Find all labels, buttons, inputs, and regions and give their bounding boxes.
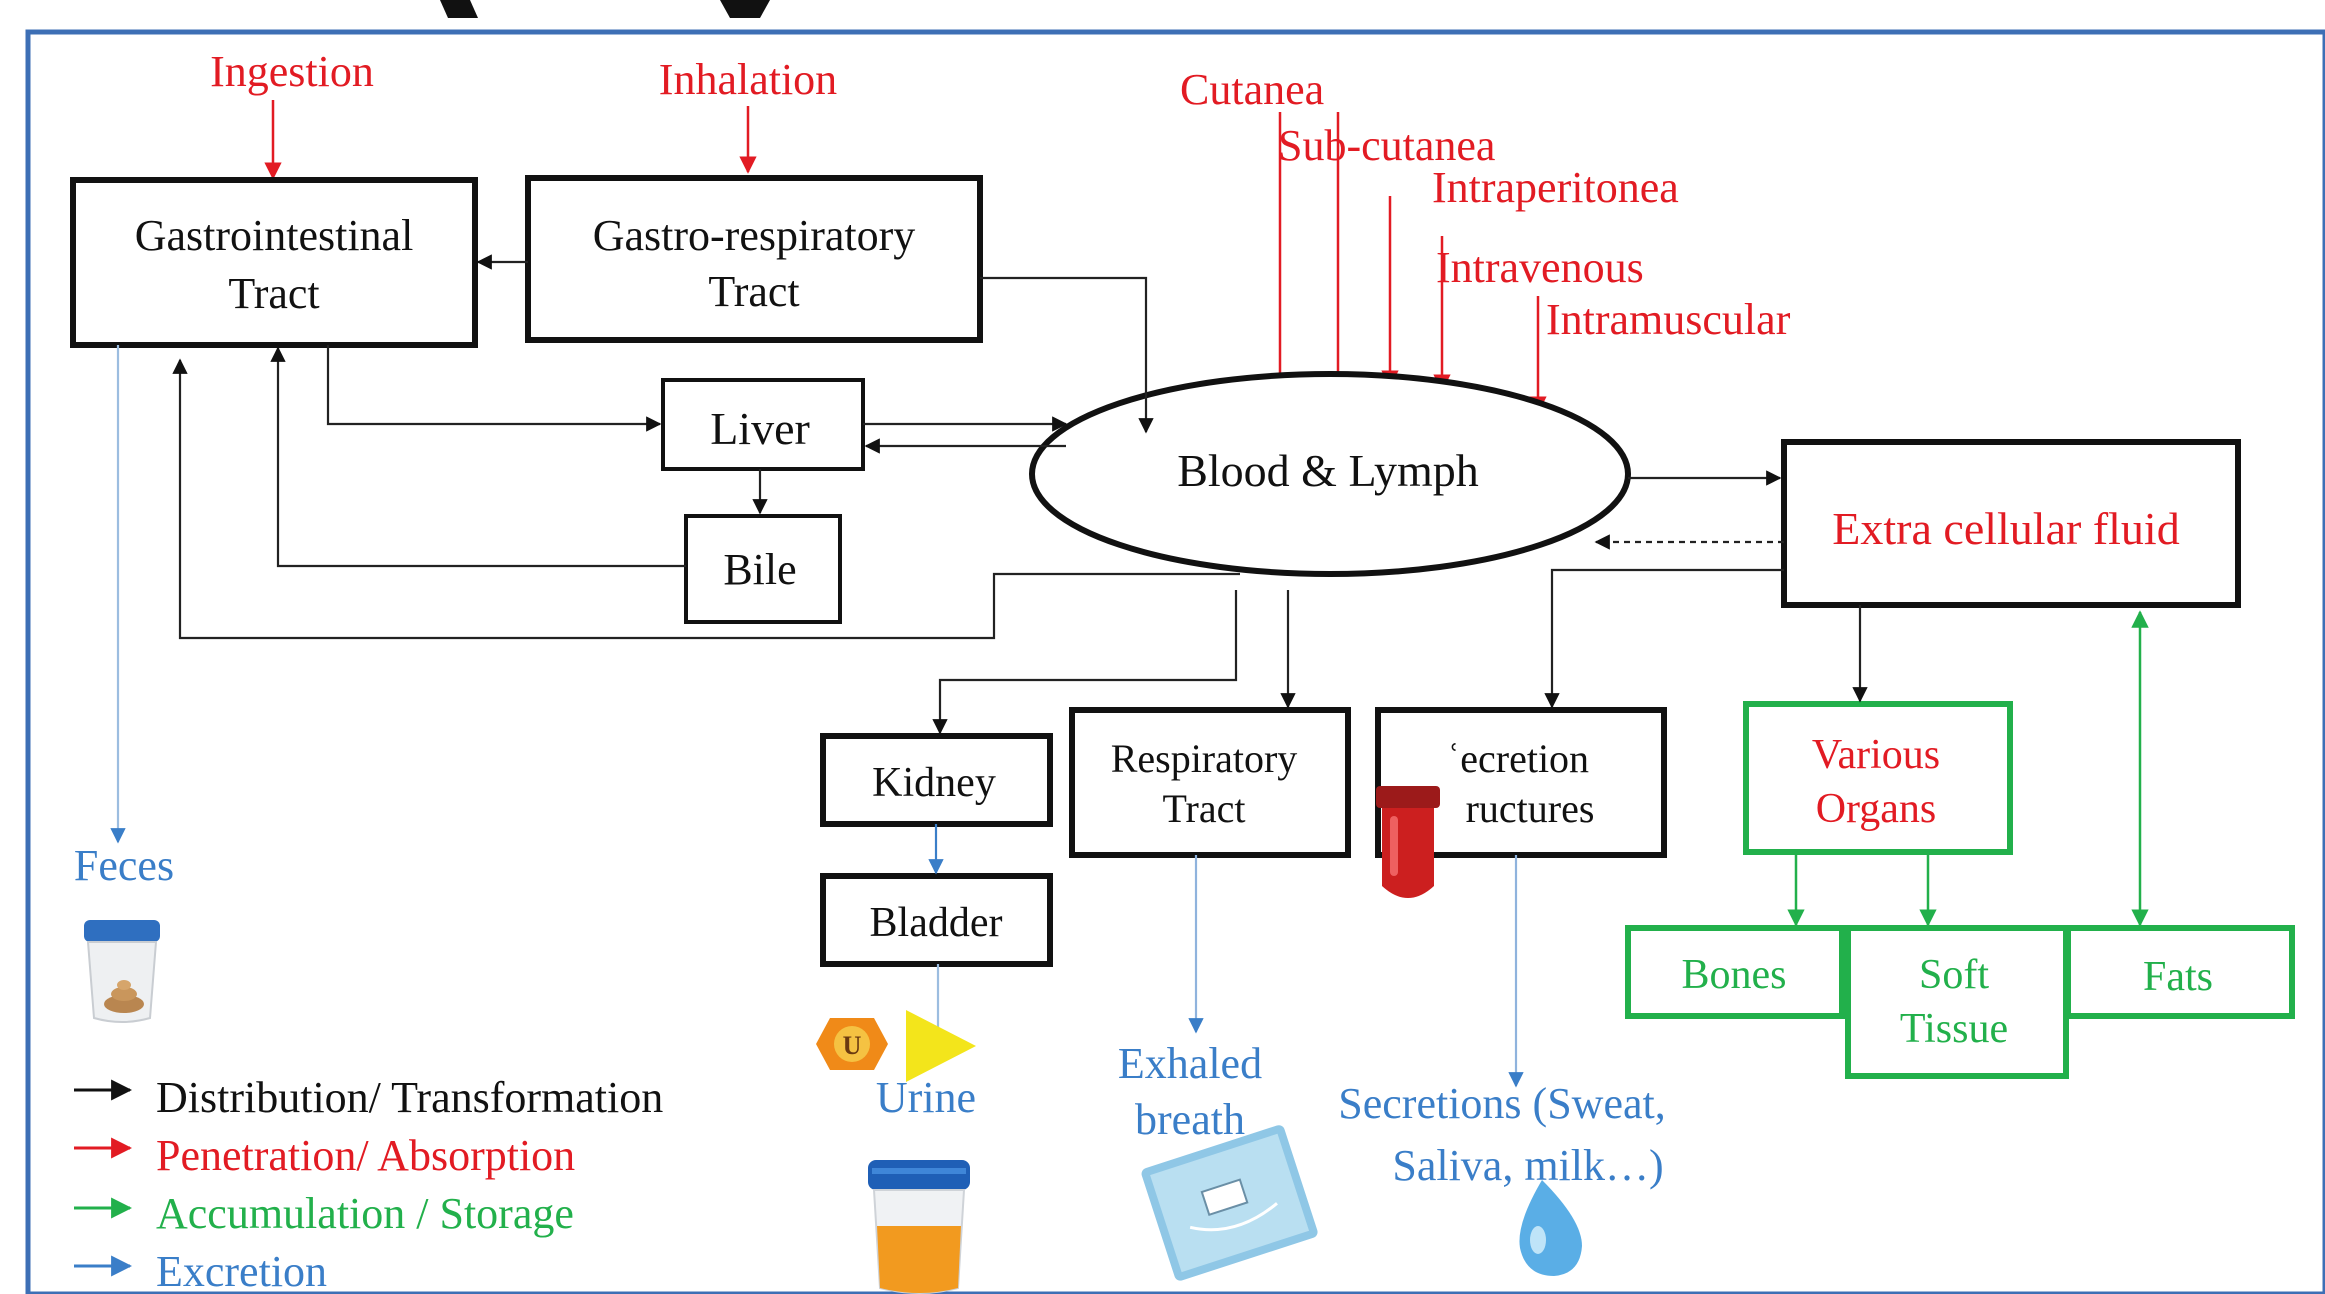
node-label: ʿecretion xyxy=(1447,736,1589,781)
output-feces: Feces xyxy=(74,841,174,890)
stool-sample-cup-icon xyxy=(84,920,160,1023)
node-extra-cellular-fluid: Extra cellular fluid xyxy=(1781,439,2241,608)
node-blood-lymph: Blood & Lymph xyxy=(1029,371,1631,577)
node-label: Tract xyxy=(708,267,799,316)
output-secretions-line1: Secretions (Sweat, xyxy=(1338,1079,1665,1128)
node-label: Tract xyxy=(1163,786,1246,831)
route-intramuscular: Intramuscular xyxy=(1529,295,1791,414)
storage-connectors xyxy=(1787,610,2149,927)
blood-test-tube-icon xyxy=(1376,786,1440,898)
node-bile: Bile xyxy=(684,514,842,624)
node-label: Organs xyxy=(1816,786,1937,832)
output-secretions-line2: Saliva, milk…) xyxy=(1392,1141,1663,1190)
route-label-intramuscular: Intramuscular xyxy=(1546,295,1791,344)
node-label: Tissue xyxy=(1900,1006,2008,1052)
breath-sample-bag-icon xyxy=(1141,1125,1318,1281)
legend-item-excretion: Excretion xyxy=(74,1247,327,1294)
node-label: Fats xyxy=(2143,954,2213,1000)
node-label: Tract xyxy=(228,269,319,318)
legend-item-penetration: Penetration/ Absorption xyxy=(74,1131,575,1180)
route-label-intraperitonea: Intraperitonea xyxy=(1432,163,1679,212)
legend-item-distribution: Distribution/ Transformation xyxy=(74,1073,663,1122)
node-label: Liver xyxy=(710,403,810,454)
saliva-droplet-icon xyxy=(1519,1180,1582,1276)
distribution-connectors xyxy=(172,254,1868,735)
legend-label: Excretion xyxy=(156,1247,327,1294)
node-gastrointestinal-tract: Gastrointestinal Tract xyxy=(70,177,478,348)
node-label: Bile xyxy=(723,545,796,594)
legend-label: Accumulation / Storage xyxy=(156,1189,574,1238)
route-intraperitonea: Intraperitonea xyxy=(1381,163,1679,388)
node-fats: Fats xyxy=(2065,925,2295,1019)
route-label-subcutanea: Sub-cutanea xyxy=(1278,121,1495,170)
node-bones: Bones xyxy=(1625,925,1845,1019)
node-label: Extra cellular fluid xyxy=(1832,503,2179,554)
node-kidney: Kidney xyxy=(820,733,1053,827)
u-sticker-icon: U xyxy=(816,1010,976,1082)
urine-sample-cup-icon xyxy=(868,1160,970,1294)
header-fragment xyxy=(440,0,770,18)
node-label: Bladder xyxy=(870,900,1003,946)
route-label-cutanea: Cutanea xyxy=(1180,65,1324,114)
route-label-intravenous: Intravenous xyxy=(1436,243,1644,292)
node-gastro-respiratory-tract: Gastro-respiratory Tract xyxy=(525,175,983,343)
svg-text:U: U xyxy=(843,1031,862,1060)
route-label-inhalation: Inhalation xyxy=(659,55,837,104)
node-various-organs: Various Organs xyxy=(1743,701,2013,855)
excretion-connectors xyxy=(110,345,1524,1088)
route-label-ingestion: Ingestion xyxy=(210,47,374,96)
node-label: Bones xyxy=(1682,952,1787,998)
route-ingestion: Ingestion xyxy=(210,47,374,180)
route-subcutanea: Sub-cutanea xyxy=(1278,112,1495,396)
legend-label: Penetration/ Absorption xyxy=(156,1131,575,1180)
route-intravenous: Intravenous xyxy=(1433,236,1644,392)
legend-label: Distribution/ Transformation xyxy=(156,1073,663,1122)
node-label: ructures xyxy=(1466,786,1595,831)
output-urine: Urine xyxy=(876,1073,976,1122)
output-exhaled-line1: Exhaled xyxy=(1118,1039,1262,1088)
node-label: Various xyxy=(1812,732,1940,778)
node-label: Kidney xyxy=(872,760,996,806)
legend-item-accumulation: Accumulation / Storage xyxy=(74,1189,574,1238)
node-bladder: Bladder xyxy=(820,873,1053,967)
node-label: Respiratory xyxy=(1111,736,1298,781)
node-respiratory-tract: Respiratory Tract xyxy=(1069,707,1351,858)
route-cutanea: Cutanea xyxy=(1180,65,1324,394)
node-label: Gastro-respiratory xyxy=(593,211,916,260)
node-label: Blood & Lymph xyxy=(1177,445,1479,496)
node-liver: Liver xyxy=(661,378,865,471)
node-label: Gastrointestinal xyxy=(135,211,414,260)
output-exhaled-line2: breath xyxy=(1135,1095,1245,1144)
route-inhalation: Inhalation xyxy=(659,55,837,174)
node-soft-tissue: Soft Tissue xyxy=(1845,925,2069,1079)
diagram-frame xyxy=(25,29,2325,1294)
legend: Distribution/ Transformation Penetration… xyxy=(74,1073,663,1294)
node-label: Soft xyxy=(1919,952,1989,998)
